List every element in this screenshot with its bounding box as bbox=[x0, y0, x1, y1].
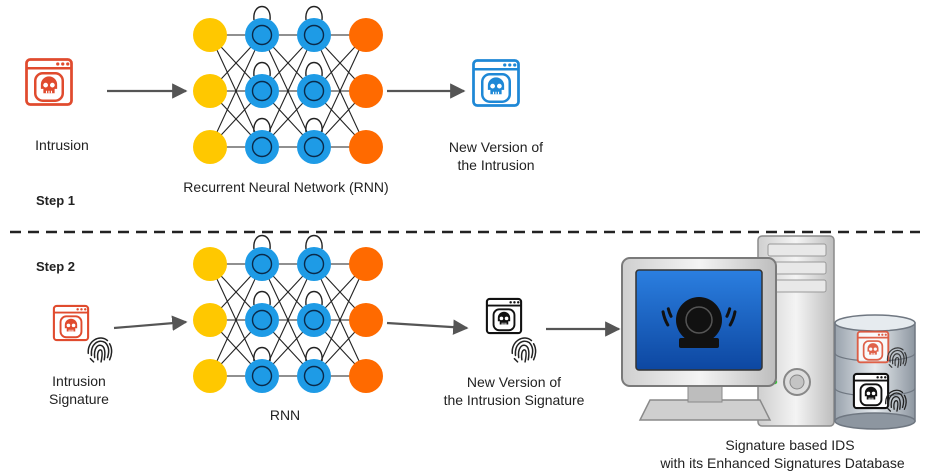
hidden-node bbox=[245, 18, 279, 52]
hidden-node-ring bbox=[303, 309, 325, 331]
hidden-node-ring bbox=[303, 365, 325, 387]
output-node bbox=[349, 74, 383, 108]
recurrent-loop bbox=[305, 234, 323, 250]
input-node bbox=[193, 18, 227, 52]
recurrent-loop bbox=[253, 234, 271, 250]
output-node bbox=[349, 359, 383, 393]
ids-label-2: with its Enhanced Signatures Database bbox=[660, 455, 905, 471]
ids-computer bbox=[621, 235, 916, 430]
hidden-node bbox=[297, 303, 331, 337]
output-node bbox=[349, 247, 383, 281]
step2-input-label-1: Intrusion bbox=[52, 373, 106, 389]
database-icon bbox=[834, 314, 916, 430]
step2-network-label: RNN bbox=[269, 407, 301, 423]
output-node bbox=[349, 18, 383, 52]
hidden-node bbox=[245, 130, 279, 164]
step1-output-label-1: New Version of bbox=[448, 139, 544, 155]
hidden-node-ring bbox=[251, 80, 273, 102]
monitor bbox=[621, 257, 777, 421]
step1-rnn-network bbox=[193, 5, 383, 164]
input-node bbox=[193, 130, 227, 164]
recurrent-loop bbox=[253, 117, 271, 133]
step1-intrusion-icon bbox=[25, 58, 73, 106]
output-node bbox=[349, 303, 383, 337]
input-node bbox=[193, 247, 227, 281]
hidden-node bbox=[297, 18, 331, 52]
recurrent-loop bbox=[253, 5, 271, 21]
step2-arrow-in bbox=[113, 315, 188, 331]
step1-label: Step 1 bbox=[36, 193, 76, 208]
network-edge bbox=[209, 263, 263, 377]
input-node bbox=[193, 303, 227, 337]
recurrent-loop bbox=[253, 290, 271, 306]
alarm-bell-icon bbox=[661, 297, 737, 348]
input-node bbox=[193, 74, 227, 108]
step1-network-label: Recurrent Neural Network (RNN) bbox=[183, 179, 389, 195]
recurrent-loop bbox=[305, 117, 323, 133]
recurrent-loop bbox=[305, 5, 323, 21]
recurrent-loop bbox=[253, 61, 271, 77]
hidden-node-ring bbox=[251, 24, 273, 46]
hidden-node bbox=[245, 247, 279, 281]
hidden-node bbox=[297, 130, 331, 164]
hidden-node-ring bbox=[303, 24, 325, 46]
output-node bbox=[349, 130, 383, 164]
step2-rnn-network bbox=[193, 234, 383, 393]
step1-output-label-2: the Intrusion bbox=[457, 157, 535, 173]
step2-label: Step 2 bbox=[36, 259, 76, 274]
step1-new-version-icon bbox=[472, 59, 520, 107]
hidden-node bbox=[245, 303, 279, 337]
network-edge bbox=[209, 34, 263, 148]
hidden-node-ring bbox=[303, 136, 325, 158]
step2-new-signature-icon bbox=[485, 297, 537, 363]
step2-input-label-2: Signature bbox=[49, 391, 109, 407]
step2-intrusion-signature-icon bbox=[52, 304, 113, 363]
recurrent-loop bbox=[253, 346, 271, 362]
hidden-node bbox=[297, 247, 331, 281]
step1-intrusion-label: Intrusion bbox=[35, 137, 89, 153]
recurrent-loop bbox=[305, 290, 323, 306]
hidden-node-ring bbox=[251, 365, 273, 387]
input-node bbox=[193, 359, 227, 393]
hidden-node-ring bbox=[303, 253, 325, 275]
step2-output-label-1: New Version of bbox=[466, 374, 562, 390]
hidden-node-ring bbox=[303, 80, 325, 102]
recurrent-loop bbox=[305, 346, 323, 362]
hidden-node bbox=[297, 359, 331, 393]
hidden-node-ring bbox=[251, 253, 273, 275]
hidden-node-ring bbox=[251, 136, 273, 158]
step2-arrow-mid bbox=[386, 319, 469, 335]
step2-output-label-2: the Intrusion Signature bbox=[443, 392, 585, 408]
hidden-node bbox=[297, 74, 331, 108]
recurrent-loop bbox=[305, 61, 323, 77]
hidden-node bbox=[245, 359, 279, 393]
ids-label-1: Signature based IDS bbox=[725, 437, 855, 453]
hidden-node-ring bbox=[251, 309, 273, 331]
hidden-node bbox=[245, 74, 279, 108]
